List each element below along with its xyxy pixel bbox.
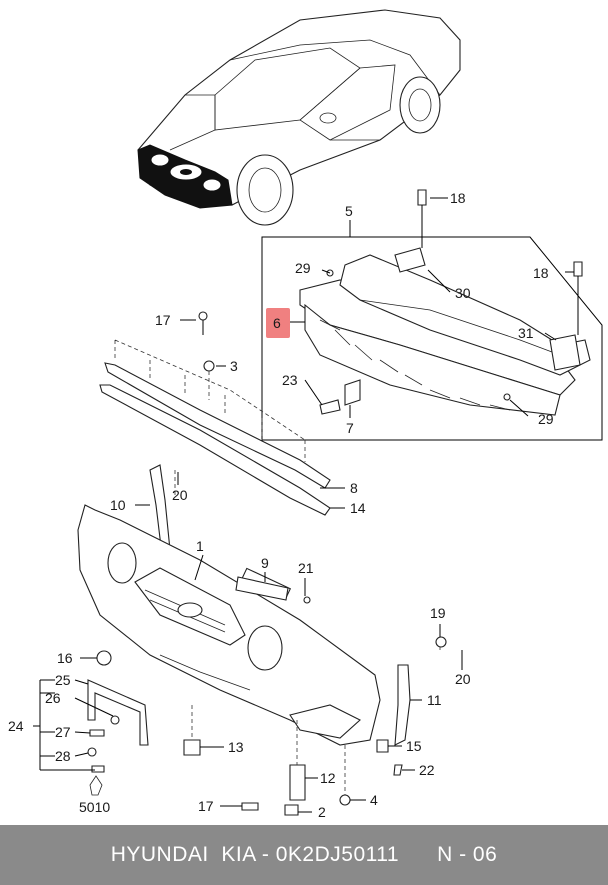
callout-24: 24: [8, 718, 24, 734]
footer-bar: HYUNDAI KIA - 0K2DJ50111 N - 06: [0, 825, 608, 885]
footer-brand-part-number: HYUNDAI KIA - 0K2DJ50111: [110, 843, 400, 866]
lower-fasteners: [96, 576, 403, 816]
callout-13: 13: [228, 739, 244, 755]
callout-29-top: 29: [295, 260, 311, 276]
callout-16: 16: [57, 650, 73, 666]
callout-8: 8: [350, 480, 358, 496]
callout-18-right: 18: [533, 265, 549, 281]
callout-25: 25: [55, 672, 71, 688]
callout-17-top: 17: [155, 312, 171, 328]
car-illustration: [137, 9, 461, 226]
callout-2: 2: [318, 804, 326, 820]
callout-31: 31: [518, 325, 534, 341]
callout-14: 14: [350, 500, 366, 516]
fog-lamp-bracket-set: [33, 679, 149, 796]
callout-27: 27: [55, 724, 71, 740]
callout-5: 5: [345, 203, 353, 219]
callout-28: 28: [55, 748, 71, 764]
callout-20-right: 20: [455, 671, 471, 687]
callout-10: 10: [110, 497, 126, 513]
bumper-cover: [77, 504, 381, 746]
callout-3: 3: [230, 358, 238, 374]
callout-23: 23: [282, 372, 298, 388]
reinforcement-assembly-box: [261, 189, 603, 441]
callout-29-bottom: 29: [538, 411, 554, 427]
callout-11: 11: [427, 692, 442, 708]
callout-18-top: 18: [450, 190, 466, 206]
callout-1: 1: [196, 538, 204, 554]
callout-5010: 5010: [79, 799, 110, 815]
callout-19: 19: [430, 605, 446, 621]
leader-lines: [74, 197, 574, 813]
callout-20-left: 20: [172, 487, 188, 503]
upper-strip-parts: [99, 311, 331, 516]
callout-7: 7: [346, 420, 354, 436]
callout-labels: 18 5 29 18 30 6 31 23 29 7 17 3 8 20 10 …: [8, 190, 554, 820]
callout-6: 6: [273, 315, 281, 331]
callout-12: 12: [320, 770, 336, 786]
callout-22: 22: [419, 762, 435, 778]
callout-26: 26: [45, 690, 61, 706]
parts-diagram: 18 5 29 18 30 6 31 23 29 7 17 3 8 20 10 …: [8, 9, 603, 820]
callout-6-highlight: [266, 308, 290, 338]
callout-4: 4: [370, 792, 378, 808]
footer-spacer: [399, 843, 437, 867]
callout-30: 30: [455, 285, 471, 301]
callout-15: 15: [406, 738, 422, 754]
callout-21: 21: [298, 560, 314, 576]
side-bracket-right: [394, 636, 447, 746]
footer-page-code: N - 06: [437, 843, 498, 866]
callout-9: 9: [261, 555, 269, 571]
callout-17-bottom: 17: [198, 798, 214, 814]
